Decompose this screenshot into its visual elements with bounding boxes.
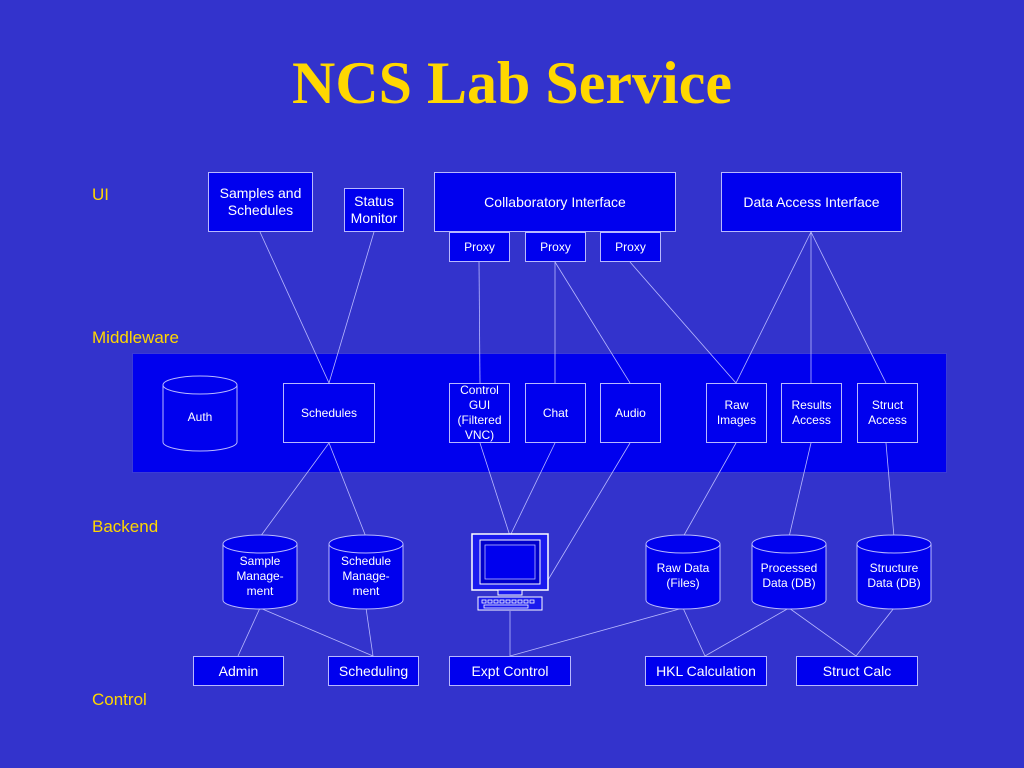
sample-management-label: Sample Manage- ment <box>236 554 284 598</box>
data-access-interface-box: Data Access Interface <box>721 172 902 232</box>
auth-database-icon: Auth <box>162 375 238 452</box>
proxy-box-2: Proxy <box>525 232 586 262</box>
proxy-box-3: Proxy <box>600 232 661 262</box>
control-gui-box: Control GUI (Filtered VNC) <box>449 383 510 443</box>
computer-icon <box>470 532 550 614</box>
expt-control-box: Expt Control <box>449 656 571 686</box>
status-monitor-box: Status Monitor <box>344 188 404 232</box>
raw-images-box: Raw Images <box>706 383 767 443</box>
sample-management-database-icon: Sample Manage- ment <box>222 534 298 610</box>
hkl-calculation-box: HKL Calculation <box>645 656 767 686</box>
raw-data-label: Raw Data (Files) <box>656 561 710 590</box>
layer-label-backend: Backend <box>92 517 159 536</box>
layer-label-control: Control <box>92 690 147 709</box>
collaboratory-interface-box: Collaboratory Interface <box>434 172 676 232</box>
auth-label: Auth <box>187 410 213 424</box>
admin-box: Admin <box>193 656 284 686</box>
samples-and-schedules-box: Samples and Schedules <box>208 172 313 232</box>
layer-label-middleware: Middleware <box>92 328 179 347</box>
proxy-box-1: Proxy <box>449 232 510 262</box>
struct-access-box: Struct Access <box>857 383 918 443</box>
schedules-box: Schedules <box>283 383 375 443</box>
structure-data-label: Structure Data (DB) <box>867 561 921 590</box>
scheduling-box: Scheduling <box>328 656 419 686</box>
layer-label-ui: UI <box>92 185 109 204</box>
schedule-management-label: Schedule Manage- ment <box>340 554 392 598</box>
slide-title: NCS Lab Service <box>292 50 732 116</box>
processed-data-database-icon: Processed Data (DB) <box>751 534 827 610</box>
chat-box: Chat <box>525 383 586 443</box>
audio-box: Audio <box>600 383 661 443</box>
structure-data-database-icon: Structure Data (DB) <box>856 534 932 610</box>
schedule-management-database-icon: Schedule Manage- ment <box>328 534 404 610</box>
results-access-box: Results Access <box>781 383 842 443</box>
struct-calc-box: Struct Calc <box>796 656 918 686</box>
processed-data-label: Processed Data (DB) <box>760 561 818 590</box>
raw-data-database-icon: Raw Data (Files) <box>645 534 721 610</box>
